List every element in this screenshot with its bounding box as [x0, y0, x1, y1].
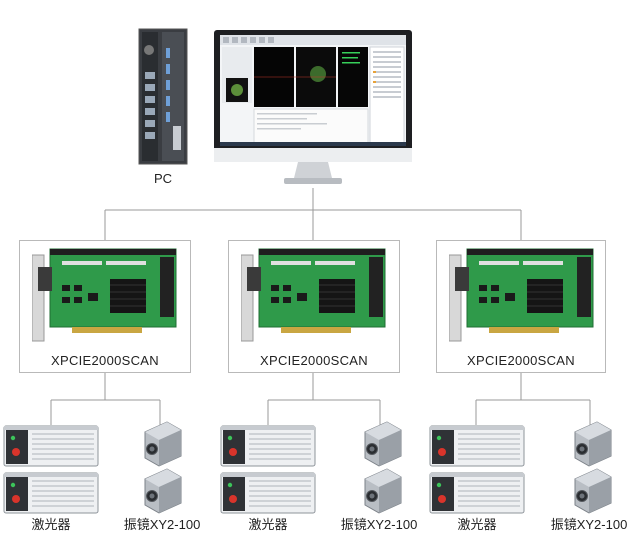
galvo-label-3: 振镜XY2-100 [550, 517, 628, 532]
galvo-label-1: 振镜XY2-100 [123, 517, 201, 532]
industrial-pc [138, 28, 188, 165]
laser-label-3: 激光器 [457, 517, 497, 532]
card-label-2: XPCIE2000SCAN [260, 353, 368, 368]
card-frame-2: XPCIE2000SCAN [228, 240, 400, 373]
card-frame-3: XPCIE2000SCAN [436, 240, 606, 373]
laser-label-1: 激光器 [31, 517, 71, 532]
monitor [214, 30, 412, 188]
card-label-3: XPCIE2000SCAN [467, 353, 575, 368]
card-frame-1: XPCIE2000SCAN [19, 240, 191, 373]
galvo-label-2: 振镜XY2-100 [340, 517, 418, 532]
laser-label-2: 激光器 [248, 517, 288, 532]
pcie-card-image [32, 248, 177, 342]
card-label-1: XPCIE2000SCAN [51, 353, 159, 368]
pcie-card-image [449, 248, 594, 342]
pc-label: PC [153, 171, 173, 186]
pcie-card-image [241, 248, 386, 342]
